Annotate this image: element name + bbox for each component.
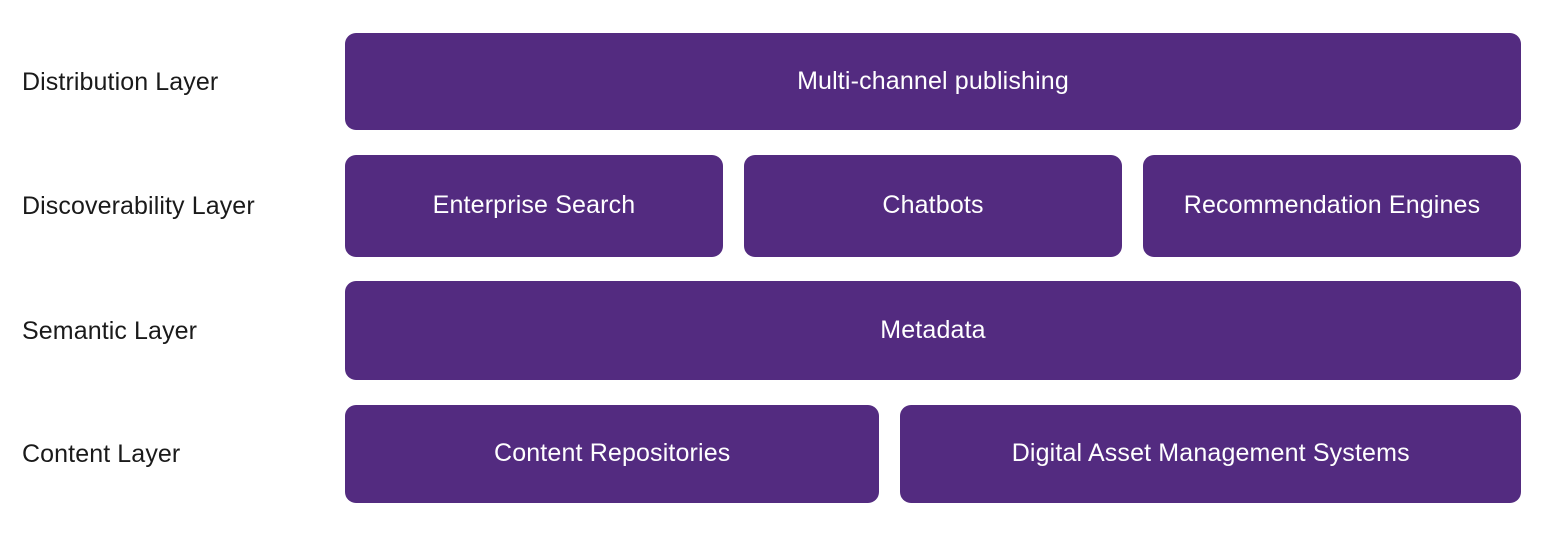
layer-row-semantic: Semantic Layer Metadata <box>0 281 1542 380</box>
layer-row-content: Content Layer Content Repositories Digit… <box>0 405 1542 503</box>
node-metadata[interactable]: Metadata <box>345 281 1521 380</box>
layer-label-distribution: Distribution Layer <box>22 67 219 96</box>
layer-label-content: Content Layer <box>22 440 181 468</box>
node-digital-asset-management-systems[interactable]: Digital Asset Management Systems <box>900 405 1521 503</box>
node-recommendation-engines[interactable]: Recommendation Engines <box>1143 155 1521 257</box>
node-multi-channel-publishing[interactable]: Multi-channel publishing <box>345 33 1521 130</box>
layer-boxes-semantic: Metadata <box>345 281 1542 380</box>
layer-boxes-discoverability: Enterprise Search Chatbots Recommendatio… <box>345 155 1542 257</box>
layer-boxes-content: Content Repositories Digital Asset Manag… <box>345 405 1542 503</box>
layer-row-distribution: Distribution Layer Multi-channel publish… <box>0 33 1542 130</box>
layer-row-discoverability: Discoverability Layer Enterprise Search … <box>0 155 1542 257</box>
layer-label-semantic: Semantic Layer <box>22 316 198 345</box>
node-chatbots[interactable]: Chatbots <box>744 155 1122 257</box>
layer-boxes-distribution: Multi-channel publishing <box>345 33 1542 130</box>
node-enterprise-search[interactable]: Enterprise Search <box>345 155 723 257</box>
layer-label-discoverability: Discoverability Layer <box>22 192 255 220</box>
node-content-repositories[interactable]: Content Repositories <box>345 405 880 503</box>
